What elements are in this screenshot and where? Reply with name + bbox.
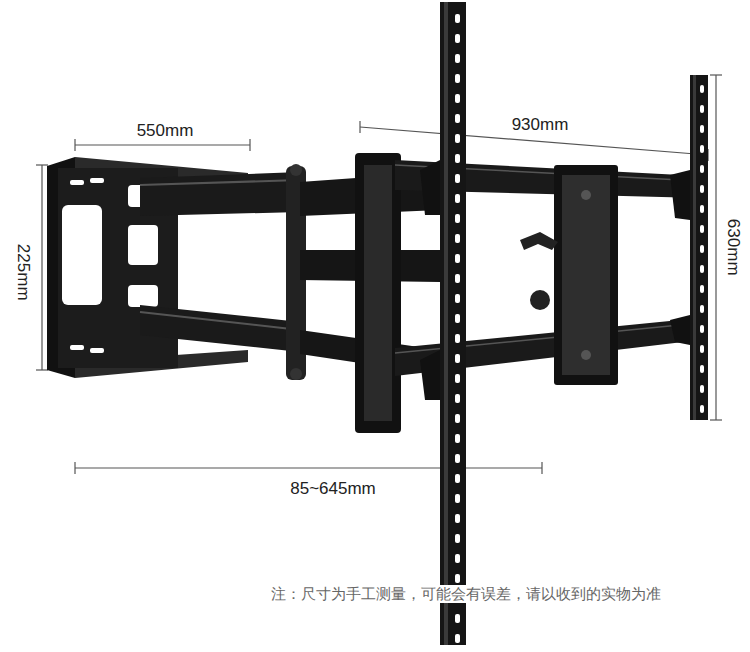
bar-hole <box>455 54 460 63</box>
bar-hole <box>455 154 460 163</box>
bar-hole <box>455 394 460 403</box>
bar-hole <box>455 354 460 363</box>
bar-hole <box>455 274 460 283</box>
bar-hole <box>700 165 704 173</box>
bar-hole <box>700 105 704 113</box>
bar-hole <box>455 114 460 123</box>
bar-hole <box>455 634 460 643</box>
bar-hole <box>455 454 460 463</box>
bar-hole <box>455 214 460 223</box>
dimension-label: 550mm <box>134 121 197 141</box>
bar-hole <box>700 125 704 133</box>
bar-hole <box>455 494 460 503</box>
bar-hole <box>700 245 704 253</box>
bar-hole <box>455 254 460 263</box>
bar-hole <box>455 74 460 83</box>
bar-hole <box>455 414 460 423</box>
dimension-label: 630mm <box>722 216 742 279</box>
bar-hole <box>455 534 460 543</box>
bar-hole <box>455 314 460 323</box>
bar-hole <box>700 365 704 373</box>
bar-hole <box>700 85 704 93</box>
bar-hole <box>700 325 704 333</box>
bar-hole <box>455 94 460 103</box>
vertical-brackets <box>420 2 708 645</box>
bar-hole <box>700 385 704 393</box>
dimension-label: 225mm <box>12 241 32 304</box>
dimension-label: 930mm <box>509 115 572 135</box>
bar-hole <box>700 305 704 313</box>
dimension-lines <box>36 75 722 474</box>
bar-hole <box>455 554 460 563</box>
bar-hole <box>455 234 460 243</box>
bar-hole <box>700 265 704 273</box>
bar-hole <box>455 614 460 623</box>
bar-hole <box>455 334 460 343</box>
bar-hole <box>700 185 704 193</box>
swing-arms <box>140 153 440 433</box>
bar-hole <box>455 134 460 143</box>
bar-hole <box>455 194 460 203</box>
bar-hole <box>700 205 704 213</box>
bar-hole <box>455 174 460 183</box>
bar-hole <box>455 434 460 443</box>
dimension-label: 85~645mm <box>287 479 379 499</box>
note-text: 注：尺寸为手工测量，可能会有误差，请以收到的实物为准 <box>268 585 664 603</box>
bar-hole <box>455 514 460 523</box>
bar-hole <box>700 405 704 413</box>
bar-hole <box>700 225 704 233</box>
bar-hole <box>455 34 460 43</box>
bar-hole <box>700 145 704 153</box>
bar-hole <box>455 474 460 483</box>
bar-hole <box>700 285 704 293</box>
bar-hole <box>455 374 460 383</box>
bar-hole <box>455 14 460 23</box>
bar-hole <box>455 574 460 583</box>
bar-hole <box>700 345 704 353</box>
bar-hole <box>455 294 460 303</box>
